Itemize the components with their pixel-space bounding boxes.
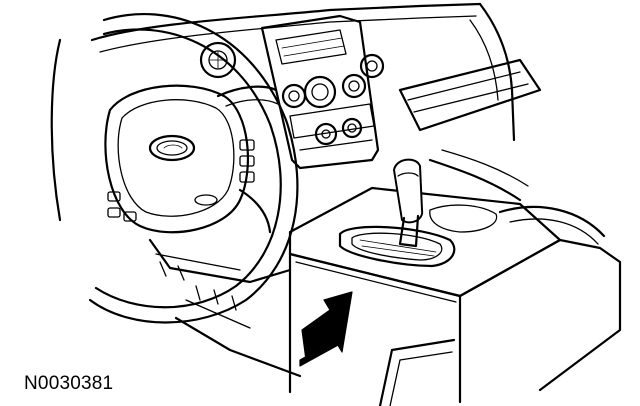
floor-console <box>288 186 622 406</box>
gear-shift-lever <box>393 158 424 248</box>
pointer-arrow <box>299 291 353 367</box>
steering-wheel <box>50 12 299 324</box>
dashboard <box>90 2 542 202</box>
air-vent-right <box>359 53 385 79</box>
figure-id-label: N0030381 <box>24 373 114 394</box>
steering-column <box>148 238 302 378</box>
shifter-bezel <box>338 225 456 268</box>
center-stack <box>260 14 380 170</box>
